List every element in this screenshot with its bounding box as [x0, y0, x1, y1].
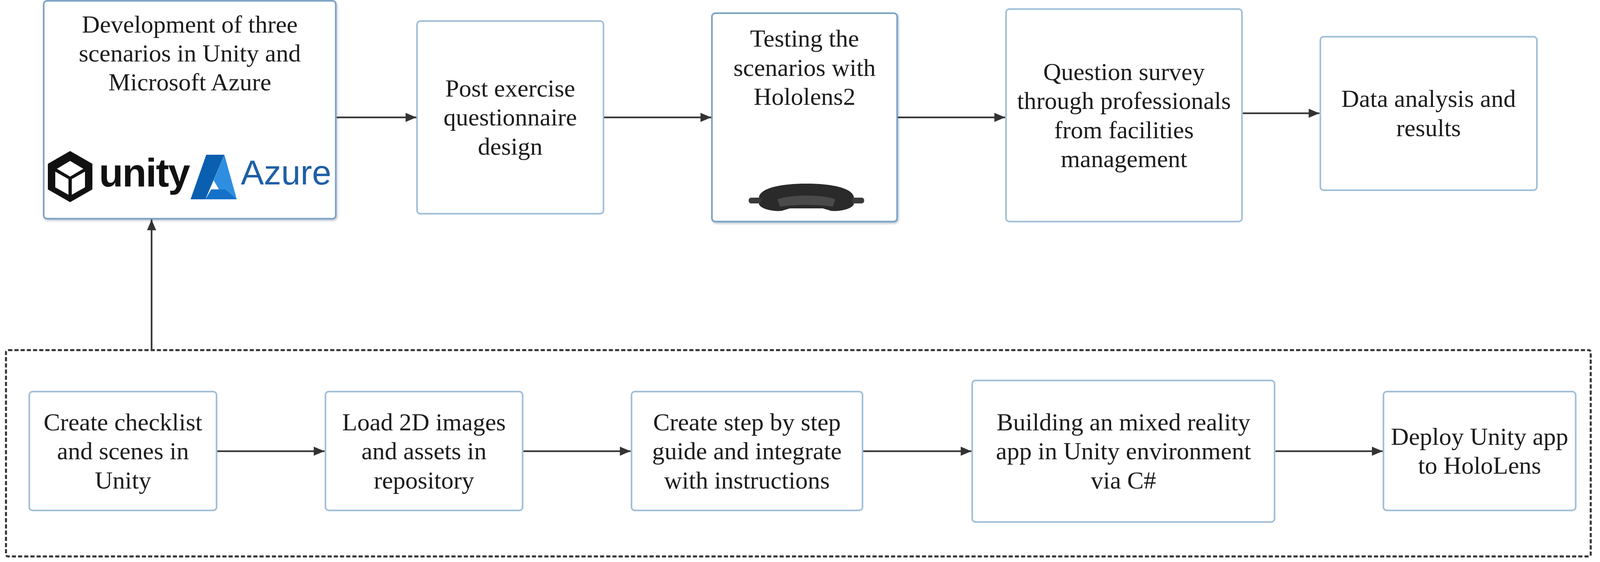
process-box: Post exercise questionnaire design: [416, 20, 604, 215]
process-box: Create step by step guide and integrate …: [630, 390, 864, 512]
flow-arrow: [897, 112, 1006, 122]
process-box: Load 2D images and assets in repository: [324, 390, 524, 512]
box-label: Data analysis and results: [1321, 84, 1537, 142]
box-label: Building an mixed reality app in Unity e…: [973, 407, 1274, 495]
box-label: Create checklist and scenes in Unity: [30, 407, 216, 495]
box-label: Create step by step guide and integrate …: [632, 407, 862, 495]
box-label: Post exercise questionnaire design: [417, 73, 603, 161]
flow-arrow: [147, 219, 157, 349]
process-box: Question survey through professionals fr…: [1005, 8, 1243, 223]
flow-arrow: [1242, 108, 1320, 118]
flow-arrow: [604, 112, 712, 122]
flow-arrow: [1275, 446, 1383, 456]
flow-arrow: [217, 446, 325, 456]
logo-text: Azure: [240, 155, 332, 190]
box-label: Testing the scenarios with Hololens2: [712, 23, 897, 111]
flow-arrow: [523, 446, 631, 456]
box-label: Question survey through professionals fr…: [1006, 57, 1242, 174]
process-box: Create checklist and scenes in Unity: [28, 390, 218, 512]
logo-text: unity: [98, 153, 190, 193]
process-box: Development of three scenarios in Unity …: [42, 0, 337, 220]
flow-arrow: [863, 446, 972, 456]
box-label: Load 2D images and assets in repository: [326, 407, 522, 495]
process-box: Building an mixed reality app in Unity e…: [971, 379, 1276, 523]
group-frame: Create checklist and scenes in Unity Load…: [4, 348, 1592, 558]
process-box: Deploy Unity app to HoloLens: [1382, 390, 1577, 512]
flow-arrow: [336, 112, 417, 122]
box-label: Development of three scenarios in Unity …: [61, 9, 319, 97]
process-box: Data analysis and results: [1319, 35, 1538, 191]
box-label: Deploy Unity app to HoloLens: [1384, 421, 1575, 480]
process-box: Testing the scenarios with Hololens2: [711, 12, 898, 223]
